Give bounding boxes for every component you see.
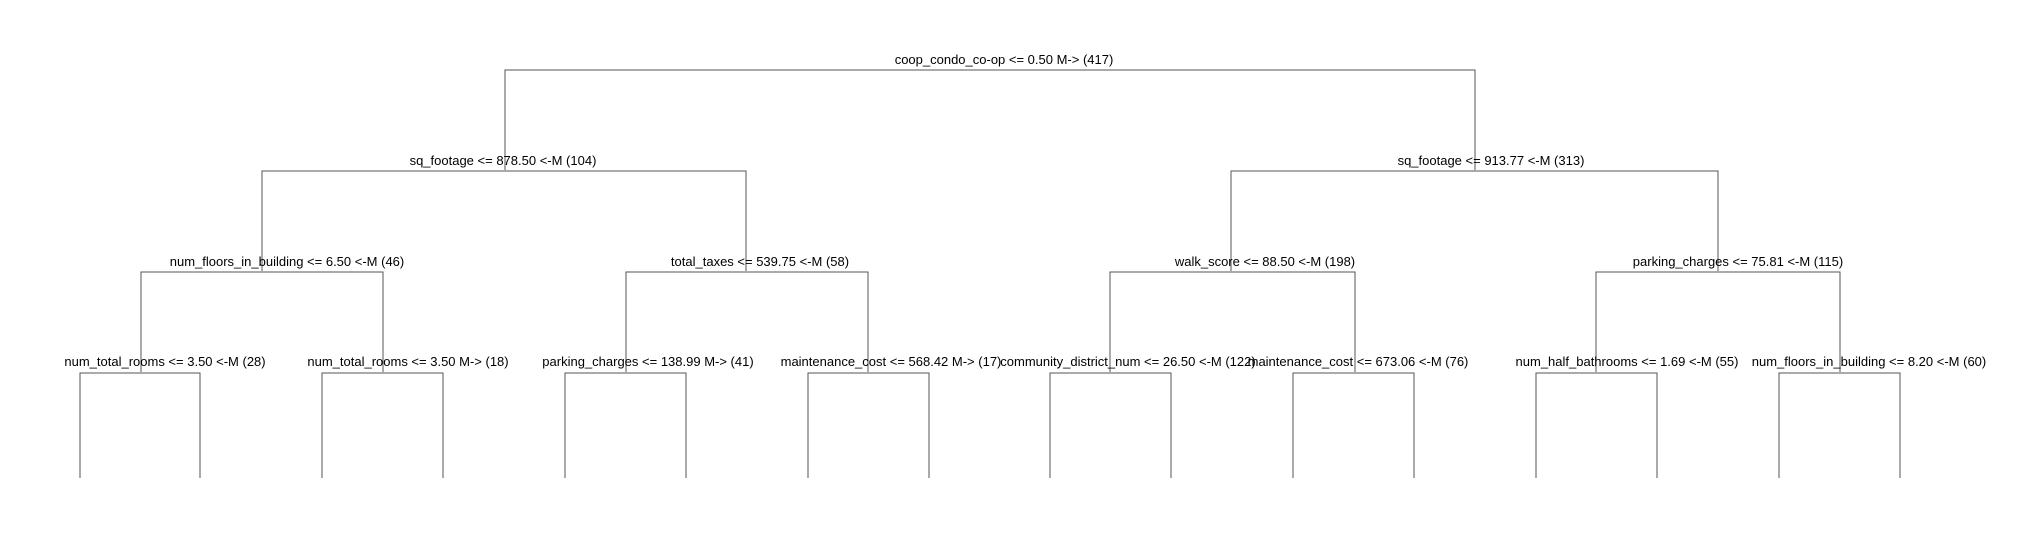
node-label-RRR: num_floors_in_building <= 8.20 <-M (60) bbox=[1752, 354, 1987, 369]
tree-edge-LLL bbox=[79, 372, 201, 478]
node-label-L: sq_footage <= 878.50 <-M (104) bbox=[410, 153, 597, 168]
node-label-RLL: community_district_num <= 26.50 <-M (122… bbox=[1000, 354, 1255, 369]
tree-edge-R bbox=[1230, 170, 1719, 271]
tree-edge-LRR bbox=[807, 372, 930, 478]
tree-edge-root bbox=[504, 69, 1476, 170]
tree-edge-RLR bbox=[1292, 372, 1415, 478]
tree-edge-RRR bbox=[1778, 372, 1901, 478]
tree-edge-LRL bbox=[564, 372, 687, 478]
tree-edge-RRL bbox=[1535, 372, 1658, 478]
node-label-LLL: num_total_rooms <= 3.50 <-M (28) bbox=[64, 354, 265, 369]
tree-edge-LR bbox=[625, 271, 869, 372]
node-label-RLR: maintenance_cost <= 673.06 <-M (76) bbox=[1248, 354, 1469, 369]
tree-edges bbox=[79, 69, 1901, 478]
tree-edge-LL bbox=[140, 271, 384, 372]
tree-edge-L bbox=[261, 170, 747, 271]
node-label-R: sq_footage <= 913.77 <-M (313) bbox=[1398, 153, 1585, 168]
tree-edge-RL bbox=[1109, 271, 1356, 372]
tree-node-labels: coop_condo_co-op <= 0.50 M-> (417) sq_fo… bbox=[64, 52, 1986, 369]
node-label-RRL: num_half_bathrooms <= 1.69 <-M (55) bbox=[1516, 354, 1739, 369]
node-label-LLR: num_total_rooms <= 3.50 M-> (18) bbox=[307, 354, 508, 369]
node-label-root: coop_condo_co-op <= 0.50 M-> (417) bbox=[895, 52, 1114, 67]
node-label-RR: parking_charges <= 75.81 <-M (115) bbox=[1633, 254, 1843, 269]
node-label-LL: num_floors_in_building <= 6.50 <-M (46) bbox=[170, 254, 405, 269]
node-label-LRL: parking_charges <= 138.99 M-> (41) bbox=[542, 354, 753, 369]
tree-edge-RR bbox=[1595, 271, 1841, 372]
node-label-RL: walk_score <= 88.50 <-M (198) bbox=[1174, 254, 1355, 269]
node-label-LRR: maintenance_cost <= 568.42 M-> (17) bbox=[781, 354, 1002, 369]
tree-edge-RLL bbox=[1049, 372, 1172, 478]
node-label-LR: total_taxes <= 539.75 <-M (58) bbox=[671, 254, 849, 269]
tree-edge-LLR bbox=[321, 372, 444, 478]
